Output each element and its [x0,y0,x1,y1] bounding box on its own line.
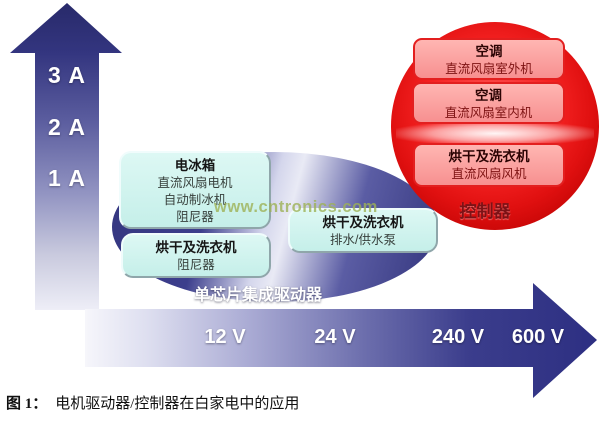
box-line: 直流风扇风机 [451,167,527,181]
current-axis-up-arrow [10,3,122,310]
voltage-tick-12v: 12 V [204,326,246,348]
box-line: 排水/供水泵 [330,233,396,247]
box-line: 直流风扇电机 [157,176,233,190]
watermark-text: www.cntronics.com [214,198,378,216]
figure-caption-label: 图 1： [6,396,48,412]
controller-label: 控制器 [459,202,511,221]
box-title: 烘干及洗衣机 [448,149,530,164]
box-line: 阻尼器 [177,258,215,272]
voltage-tick-600v: 600 V [511,326,565,348]
current-tick-2a: 2 A [48,114,86,140]
box-title: 烘干及洗衣机 [322,215,404,230]
box-title: 烘干及洗衣机 [155,240,237,255]
current-tick-1a: 1 A [48,165,86,191]
driver-box-dryer-washer-pump: 烘干及洗衣机 排水/供水泵 [288,208,438,253]
box-title: 空调 [475,44,503,59]
box-title: 空调 [475,88,502,103]
current-tick-3a: 3 A [48,62,86,88]
controller-box-dryer-washer-fan: 烘干及洗衣机 直流风扇风机 [413,143,565,187]
box-line: 直流风扇室外机 [445,62,533,76]
box-title: 电冰箱 [174,158,216,173]
box-line: 自动制冰机 [163,193,227,207]
single-chip-driver-label: 单芯片集成驱动器 [193,287,322,304]
voltage-tick-240v: 240 V [431,326,485,348]
box-line: 直流风扇室内机 [444,106,533,120]
driver-box-refrigerator: 电冰箱 直流风扇电机 自动制冰机 阻尼器 [119,151,271,229]
figure-caption: 图 1： 电机驱动器/控制器在白家电中的应用 [6,392,299,413]
box-line: 阻尼器 [176,210,214,224]
controller-circle-highlight [396,122,594,145]
figure-caption-text: 电机驱动器/控制器在白家电中的应用 [55,396,300,412]
driver-box-dryer-washer-damper: 烘干及洗衣机 阻尼器 [121,233,271,278]
voltage-tick-24v: 24 V [314,326,356,348]
controller-box-ac-outdoor: 空调 直流风扇室外机 [413,38,565,80]
controller-box-ac-indoor: 空调 直流风扇室内机 [412,82,565,124]
